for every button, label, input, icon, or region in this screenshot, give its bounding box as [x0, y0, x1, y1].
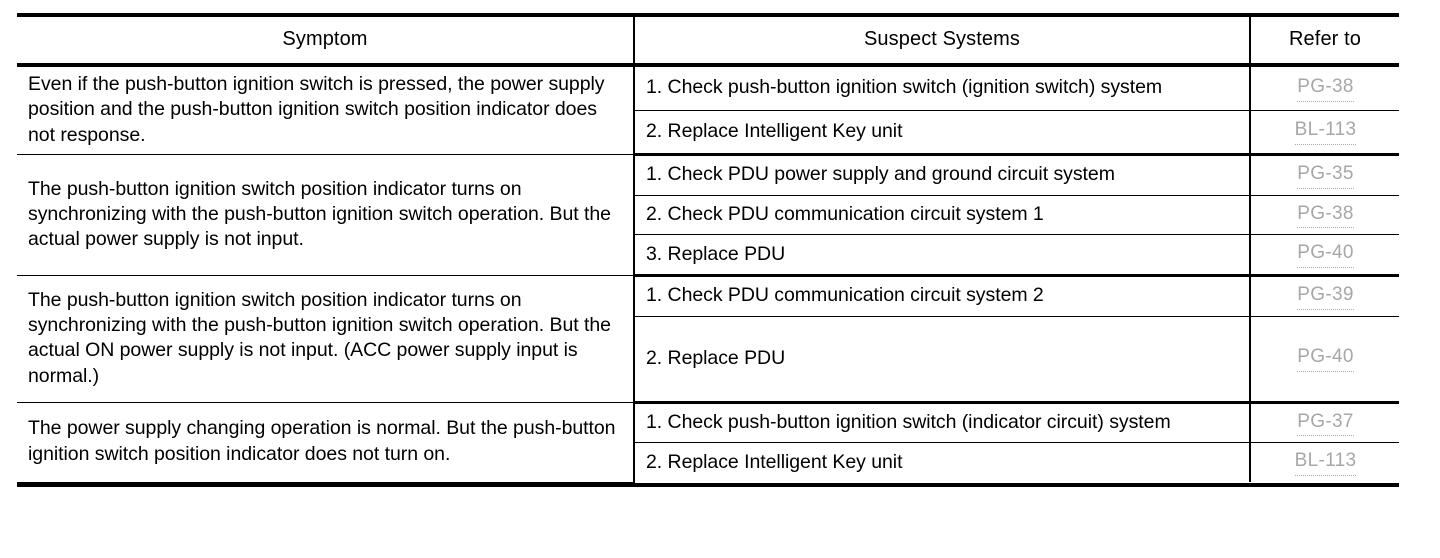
refer-to-cell: PG-37	[1250, 402, 1399, 444]
table-header: Symptom Suspect Systems Refer to	[17, 17, 1399, 67]
table-row: 2. Replace Intelligent Key unit BL-113	[17, 442, 1399, 483]
column-header-symptom: Symptom	[17, 17, 635, 67]
reference-link[interactable]: PG-40	[1297, 345, 1354, 373]
table-row: The push-button ignition switch position…	[17, 275, 1399, 403]
diagnosis-chart-table: Symptom Suspect Systems Refer to Even if…	[17, 17, 1399, 483]
table-row: The power supply changing operation is n…	[17, 402, 1399, 483]
header-row: Symptom Suspect Systems Refer to	[17, 17, 1399, 67]
table-row: 3. Replace PDU PG-40	[17, 234, 1399, 278]
refer-to-cell: PG-38	[1250, 65, 1399, 111]
refer-to-cell: PG-40	[1250, 316, 1399, 404]
table-body: Even if the push-button ignition switch …	[17, 65, 1399, 483]
suspect-system-cell: 1. Check PDU communication circuit syste…	[634, 275, 1251, 317]
suspect-system-cell: 2. Replace Intelligent Key unit	[634, 110, 1251, 157]
table-row: 2. Check PDU communication circuit syste…	[17, 195, 1399, 236]
symptom-cell: The push-button ignition switch position…	[17, 275, 635, 403]
table-row: 2. Replace PDU PG-40	[17, 316, 1399, 404]
suspect-system-cell: 1. Check push-button ignition switch (ig…	[634, 65, 1251, 111]
suspect-system-cell: 2. Check PDU communication circuit syste…	[634, 195, 1251, 236]
refer-to-cell: PG-38	[1250, 195, 1399, 236]
reference-link[interactable]: PG-40	[1297, 241, 1354, 269]
symptom-cell: The power supply changing operation is n…	[17, 402, 635, 483]
reference-link[interactable]: BL-113	[1294, 449, 1357, 477]
suspect-system-cell: 3. Replace PDU	[634, 234, 1251, 278]
symptom-cell: Even if the push-button ignition switch …	[17, 65, 635, 156]
table-row: 2. Replace Intelligent Key unit BL-113	[17, 110, 1399, 157]
suspect-system-cell: 2. Replace PDU	[634, 316, 1251, 404]
refer-to-cell: BL-113	[1250, 443, 1399, 482]
reference-link[interactable]: PG-39	[1297, 283, 1354, 310]
suspect-system-cell: 2. Replace Intelligent Key unit	[634, 442, 1251, 483]
table-row: Even if the push-button ignition switch …	[17, 65, 1399, 156]
column-header-refer-to: Refer to	[1250, 17, 1399, 67]
reference-link[interactable]: PG-37	[1297, 410, 1354, 437]
refer-to-cell: PG-35	[1250, 154, 1399, 196]
table-row: The push-button ignition switch position…	[17, 154, 1399, 277]
reference-link[interactable]: PG-35	[1297, 162, 1354, 189]
reference-link[interactable]: PG-38	[1297, 75, 1354, 102]
refer-to-cell: PG-39	[1250, 275, 1399, 317]
symptom-cell: The push-button ignition switch position…	[17, 154, 635, 277]
diagnosis-chart-table-wrapper: Symptom Suspect Systems Refer to Even if…	[17, 13, 1399, 487]
reference-link[interactable]: BL-113	[1294, 118, 1357, 146]
column-header-suspect-systems: Suspect Systems	[634, 17, 1251, 67]
reference-link[interactable]: PG-38	[1297, 202, 1354, 229]
suspect-system-cell: 1. Check push-button ignition switch (in…	[634, 402, 1251, 444]
refer-to-cell: PG-40	[1250, 234, 1399, 278]
suspect-system-cell: 1. Check PDU power supply and ground cir…	[634, 154, 1251, 196]
refer-to-cell: BL-113	[1250, 110, 1399, 157]
